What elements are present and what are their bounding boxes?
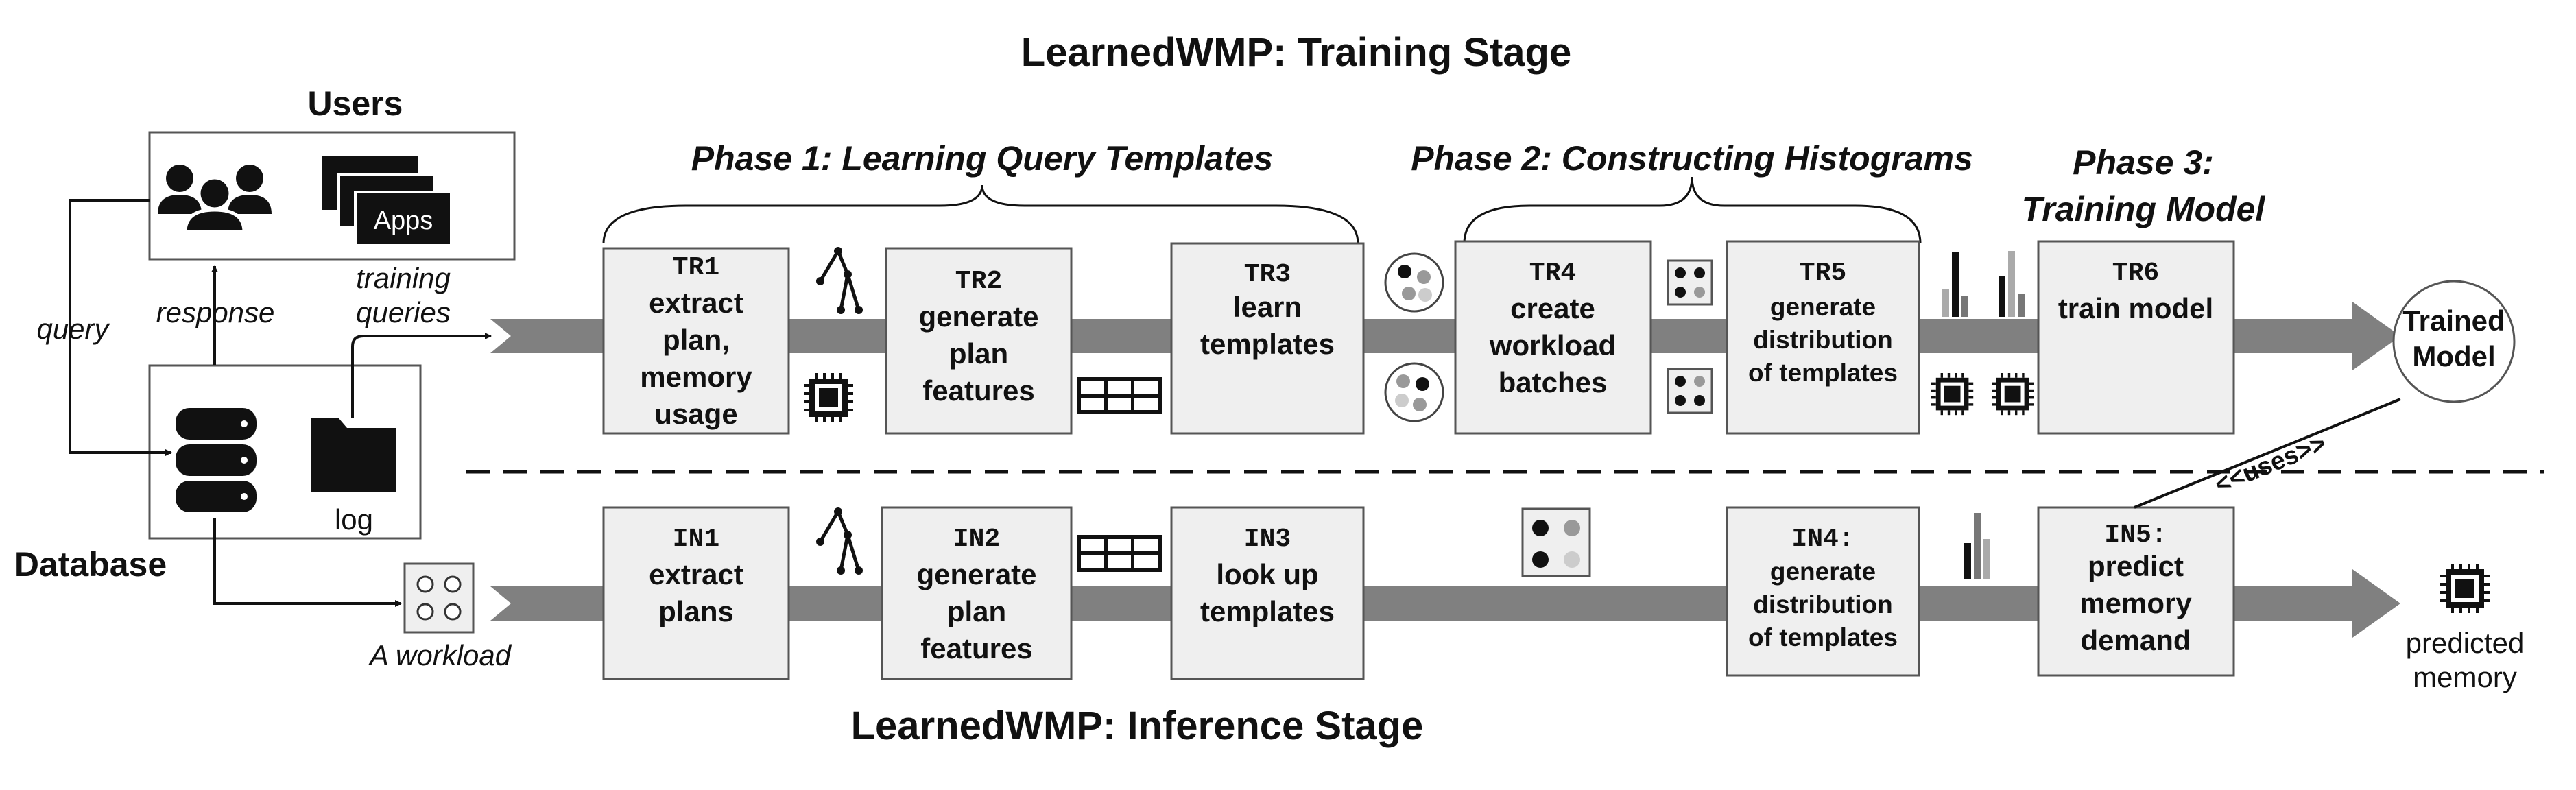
step-line: train model bbox=[2058, 292, 2213, 324]
trained-model-label-line2: Model bbox=[2412, 340, 2495, 372]
step-line: demand bbox=[2080, 624, 2191, 656]
step-line: create bbox=[1510, 292, 1595, 324]
chip-icon bbox=[1990, 372, 2035, 416]
training-queries-arrow bbox=[351, 333, 492, 418]
step-line: of templates bbox=[1748, 623, 1898, 651]
chip-icon bbox=[802, 372, 855, 424]
histogram-icon bbox=[1999, 251, 2025, 317]
uses-connector bbox=[2134, 398, 2401, 509]
step-line: extract bbox=[649, 558, 743, 590]
step-line: extract bbox=[649, 287, 743, 319]
chip-icon bbox=[2439, 562, 2491, 614]
step-tr6: TR6 train model bbox=[2037, 240, 2235, 435]
apps-windows-icon bbox=[322, 156, 453, 247]
step-line: features bbox=[922, 374, 1034, 407]
workload-batch-icon bbox=[1667, 259, 1713, 306]
database-icon bbox=[176, 408, 257, 512]
step-id: IN2 bbox=[953, 525, 1000, 554]
step-line: generate bbox=[916, 558, 1036, 590]
log-label: log bbox=[335, 503, 373, 536]
step-line: generate bbox=[1770, 293, 1876, 321]
histogram-icon bbox=[1964, 513, 1990, 579]
step-line: of templates bbox=[1748, 359, 1898, 387]
step-tr3: TR3 learn templates bbox=[1170, 242, 1365, 435]
workload-arrow bbox=[213, 518, 402, 607]
step-line: batches bbox=[1499, 366, 1608, 398]
trained-model-node bbox=[2392, 280, 2516, 403]
template-cluster-icon bbox=[1384, 252, 1444, 313]
step-line: memory bbox=[2079, 587, 2192, 619]
step-line: learn bbox=[1233, 291, 1302, 323]
step-line: predict bbox=[2088, 550, 2184, 582]
users-title: Users bbox=[308, 84, 403, 123]
step-id: TR3 bbox=[1244, 260, 1291, 289]
step-in5: IN5: predict memory demand bbox=[2037, 506, 2235, 677]
step-line: templates bbox=[1200, 595, 1335, 627]
feature-table-icon bbox=[1077, 377, 1162, 414]
step-line: plan bbox=[949, 337, 1008, 370]
step-id: IN1 bbox=[673, 525, 719, 554]
response-label: response bbox=[156, 296, 275, 328]
training-stage-title: LearnedWMP: Training Stage bbox=[1021, 30, 1571, 75]
plan-tree-icon bbox=[816, 507, 863, 575]
phase-1-label: Phase 1: Learning Query Templates bbox=[691, 139, 1273, 178]
step-in3: IN3 look up templates bbox=[1170, 506, 1365, 680]
step-tr1: TR1 extract plan, memory usage bbox=[602, 247, 790, 435]
step-id: TR2 bbox=[955, 267, 1002, 296]
step-line: features bbox=[920, 632, 1032, 665]
uses-label: <<uses>> bbox=[2210, 429, 2330, 499]
step-id: TR4 bbox=[1529, 259, 1576, 288]
users-group-icon bbox=[158, 165, 272, 234]
inference-stage-title: LearnedWMP: Inference Stage bbox=[851, 704, 1424, 748]
step-id: TR1 bbox=[673, 253, 719, 283]
histogram-icon bbox=[1942, 252, 1968, 317]
workload-batch-icon bbox=[1667, 368, 1713, 414]
step-id: TR6 bbox=[2112, 259, 2159, 288]
step-line: memory bbox=[640, 361, 752, 393]
step-line: workload bbox=[1489, 329, 1616, 361]
feature-table-icon bbox=[1077, 535, 1162, 572]
step-line: generate bbox=[1770, 558, 1876, 586]
folder-icon bbox=[311, 418, 396, 492]
step-tr2: TR2 generate plan features bbox=[885, 247, 1073, 435]
step-in4: IN4: generate distribution of templates bbox=[1726, 506, 1920, 677]
phase-3-label-line2: Training Model bbox=[2022, 190, 2266, 228]
step-line: templates bbox=[1200, 328, 1335, 360]
step-in2: IN2 generate plan features bbox=[881, 506, 1073, 680]
step-id: IN4: bbox=[1791, 525, 1854, 554]
query-label: query bbox=[36, 313, 110, 345]
training-queries-label-line1: training bbox=[356, 262, 451, 294]
phase-2-brace bbox=[1463, 176, 1922, 244]
phase-1-brace bbox=[602, 184, 1359, 244]
step-tr5: TR5 generate distribution of templates bbox=[1726, 240, 1920, 435]
step-tr4: TR4 create workload batches bbox=[1454, 240, 1652, 435]
database-title: Database bbox=[14, 545, 167, 584]
trained-model-label-line1: Trained bbox=[2402, 304, 2505, 337]
template-cluster-icon bbox=[1384, 362, 1444, 422]
workload-batch-icon bbox=[1521, 507, 1591, 577]
chip-icon bbox=[1930, 372, 1975, 416]
step-id: IN3 bbox=[1244, 525, 1291, 554]
step-line: plan, bbox=[663, 324, 730, 356]
step-id: IN5: bbox=[2104, 520, 2167, 550]
step-line: usage bbox=[654, 398, 737, 430]
predicted-memory-label-line2: memory bbox=[2413, 661, 2517, 693]
step-line: look up bbox=[1216, 558, 1318, 590]
step-line: distribution bbox=[1753, 590, 1892, 619]
step-line: plan bbox=[947, 595, 1006, 627]
apps-label: Apps bbox=[374, 206, 433, 235]
training-queries-label-line2: queries bbox=[356, 296, 451, 328]
phase-3-label-line1: Phase 3: bbox=[2073, 143, 2214, 182]
step-line: generate bbox=[918, 300, 1038, 333]
a-workload-label: A workload bbox=[368, 639, 512, 671]
query-arrow bbox=[69, 199, 172, 456]
step-line: distribution bbox=[1753, 326, 1892, 354]
predicted-memory-label-line1: predicted bbox=[2406, 627, 2525, 659]
phase-2-label: Phase 2: Constructing Histograms bbox=[1411, 139, 1973, 178]
step-id: TR5 bbox=[1800, 259, 1846, 288]
workload-icon bbox=[403, 562, 475, 634]
plan-tree-icon bbox=[816, 247, 863, 314]
step-in1: IN1 extract plans bbox=[602, 506, 790, 680]
step-line: plans bbox=[658, 595, 734, 627]
